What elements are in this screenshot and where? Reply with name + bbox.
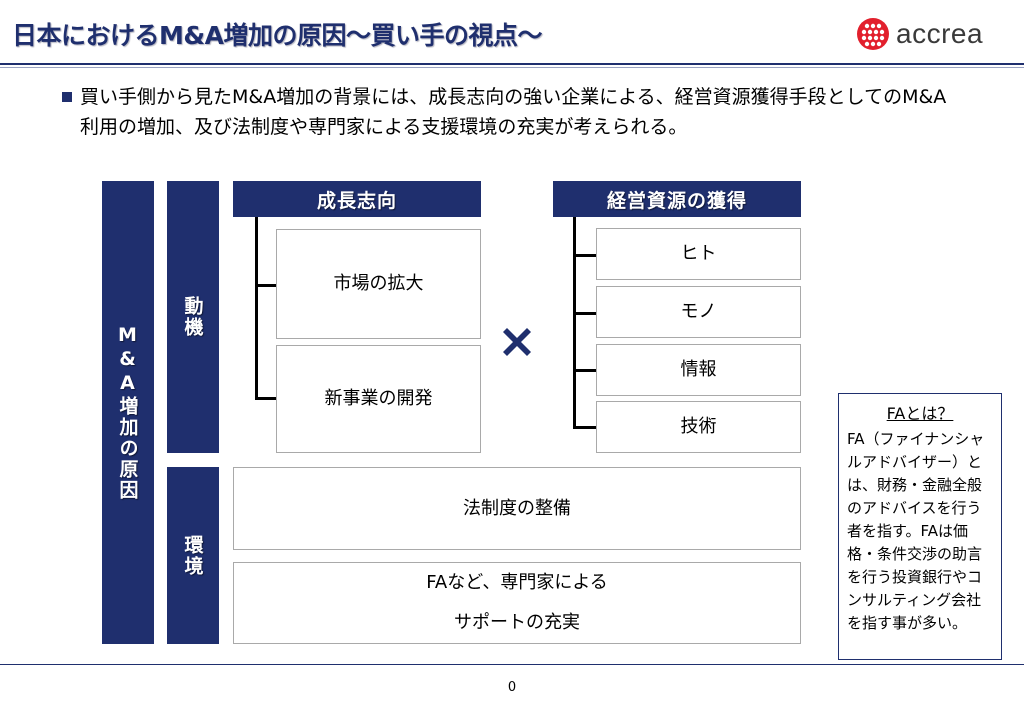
motive-bar: 動機	[167, 181, 219, 453]
resources-branch-3	[573, 369, 596, 372]
title-divider-thin	[0, 67, 1024, 68]
resources-branch-2	[573, 312, 596, 315]
main-cause-bar: M&A増加の原因	[102, 181, 154, 644]
env-support-line-1: FAなど、専門家による	[426, 572, 608, 593]
resource-item-goods: モノ	[596, 286, 801, 338]
fa-note-title: FAとは？	[886, 404, 954, 423]
resources-connector	[573, 217, 576, 429]
growth-header: 成長志向	[233, 181, 481, 217]
env-item-support: FAなど、専門家による サポートの充実	[233, 562, 801, 644]
multiply-icon	[503, 328, 531, 356]
growth-connector	[255, 217, 258, 399]
bullet-square-icon	[62, 92, 72, 102]
resource-item-information: 情報	[596, 344, 801, 396]
logo-dots-icon	[857, 18, 889, 50]
growth-item-new-business: 新事業の開発	[276, 345, 481, 453]
growth-item-market: 市場の拡大	[276, 229, 481, 339]
resource-item-technology: 技術	[596, 401, 801, 453]
main-cause-label: M&A増加の原因	[116, 324, 139, 501]
growth-branch-1	[255, 284, 276, 287]
page-number: 0	[507, 680, 517, 695]
resources-branch-1	[573, 254, 596, 257]
resources-branch-4	[573, 426, 596, 429]
environment-bar: 環境	[167, 467, 219, 644]
fa-note-body: FA（ファイナンシャルアドバイザー）とは、財務・金融全般のアドバイスを行う者を指…	[847, 430, 985, 632]
logo-text: accrea	[896, 18, 984, 49]
resources-header: 経営資源の獲得	[553, 181, 801, 217]
env-support-line-2: サポートの充実	[454, 612, 580, 633]
motive-label: 動機	[181, 296, 204, 338]
environment-label: 環境	[181, 534, 204, 577]
title-divider	[0, 63, 1024, 65]
growth-branch-2	[255, 397, 276, 400]
intro-text: 買い手側から見たM&A増加の背景には、成長志向の強い企業による、経営資源獲得手段…	[80, 86, 947, 138]
fa-note-box: FAとは？ FA（ファイナンシャルアドバイザー）とは、財務・金融全般のアドバイス…	[838, 393, 1002, 660]
company-logo: accrea	[856, 17, 1006, 53]
env-item-legal: 法制度の整備	[233, 467, 801, 550]
footer-divider	[0, 664, 1024, 665]
page-title: 日本におけるM&A増加の原因～買い手の視点～	[12, 21, 543, 50]
resource-item-people: ヒト	[596, 228, 801, 280]
